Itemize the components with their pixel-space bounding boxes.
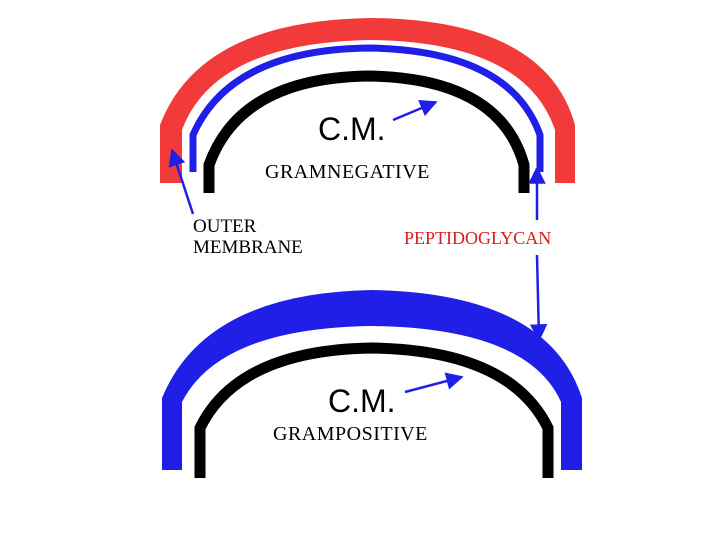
gram-negative-title: GRAMNEGATIVE [265, 161, 430, 183]
outer-membrane-label-line1: OUTER [193, 216, 257, 237]
peptidoglycan-layer-thick [162, 290, 582, 470]
peptidoglycan-label: PEPTIDOGLYCAN [404, 228, 551, 248]
peptidoglycan-layer-thin [189, 44, 544, 172]
outer-membrane-label-line2: MEMBRANE [193, 237, 303, 258]
cm-label-gram-positive: C.M. [328, 383, 396, 419]
outer-membrane-band [160, 18, 575, 183]
peptidoglycan-arrow-down [529, 254, 548, 342]
cytoplasmic-membrane-gram-negative [203, 70, 530, 193]
cm-label-gram-negative: C.M. [318, 111, 386, 147]
cm-arrow-gram-negative [392, 100, 438, 122]
cytoplasmic-membrane-gram-positive [194, 342, 554, 478]
outer-membrane-arrow [168, 148, 195, 215]
gram-positive-title: GRAMPOSITIVE [273, 423, 428, 445]
cm-arrow-gram-positive [404, 372, 464, 394]
gram-negative-envelope [160, 18, 575, 193]
gram-positive-envelope [162, 290, 582, 478]
